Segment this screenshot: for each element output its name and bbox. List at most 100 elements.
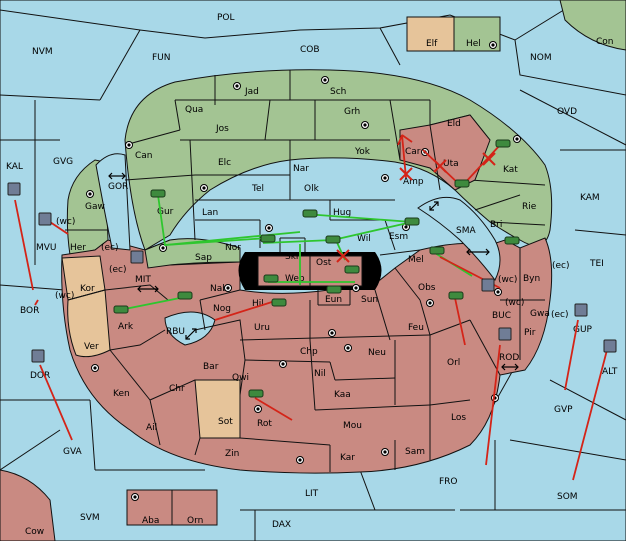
army-unit-icon[interactable] (177, 291, 193, 300)
two-way-arrow-icon (429, 201, 439, 211)
two-way-arrow-icon (501, 363, 519, 371)
fleet-unit-icon[interactable] (498, 327, 512, 341)
army-unit-icon[interactable] (248, 389, 264, 398)
fleet-unit-icon[interactable] (574, 303, 588, 317)
label-rod: ROD (499, 353, 519, 363)
label-amp: Amp (403, 177, 424, 187)
label-eld: Eld (447, 119, 461, 129)
label-grh: Grh (344, 107, 360, 117)
army-unit-icon[interactable] (302, 209, 318, 218)
label-tei: TEI (589, 259, 604, 269)
label-dor: DOR (30, 371, 50, 381)
label-gwa-wc: (wc) (505, 298, 524, 308)
label-byn: Byn (523, 274, 540, 284)
label-fun: FUN (152, 53, 171, 63)
fleet-unit-icon[interactable] (481, 278, 495, 292)
order-failed-x-icon (433, 159, 447, 173)
supply-center-icon (125, 141, 133, 149)
red-province-borders (67, 248, 545, 472)
army-unit-icon[interactable] (429, 246, 445, 255)
army-unit-icon[interactable] (271, 298, 287, 307)
army-unit-icon[interactable] (454, 179, 470, 188)
label-kor: Kor (80, 284, 95, 294)
supply-center-icon (159, 244, 167, 252)
label-neu: Neu (368, 348, 386, 358)
label-ovd: OVD (557, 107, 577, 117)
coast-labels: (wc) (ec) (ec) (wc) (wc) (ec) (wc) (ec) (55, 217, 570, 320)
label-ost: Ost (316, 258, 332, 268)
rbu-inlet (164, 311, 216, 346)
fleet-unit-icon[interactable] (130, 250, 144, 264)
label-orl: Orl (447, 358, 460, 368)
fleet-unit-icon[interactable] (603, 339, 617, 353)
supply-center-icon (361, 121, 369, 129)
army-unit-icon[interactable] (325, 235, 341, 244)
label-buc: BUC (492, 311, 511, 321)
label-qua: Qua (185, 105, 203, 115)
label-byn-wc: (wc) (498, 275, 517, 285)
province-sot[interactable] (194, 379, 241, 439)
label-pol: POL (217, 13, 235, 23)
two-way-arrow-icon (185, 328, 197, 340)
label-kor-wc: (wc) (55, 291, 74, 301)
label-ver: Ver (84, 342, 99, 352)
fleet-unit-icon[interactable] (31, 349, 45, 363)
army-unit-icon[interactable] (326, 285, 342, 294)
army-unit-icon[interactable] (344, 265, 360, 274)
army-unit-icon[interactable] (404, 217, 420, 226)
army-unit-icon[interactable] (263, 274, 279, 283)
supply-center-icon (321, 76, 329, 84)
two-way-arrow-icon (137, 285, 159, 293)
label-wil: Wil (357, 234, 371, 244)
supply-center-icon (224, 284, 232, 292)
army-unit-icon[interactable] (495, 139, 511, 148)
gor-inlet (95, 153, 131, 251)
order-failed-x-icon (399, 167, 413, 181)
label-mvu-wc: (wc) (56, 217, 75, 227)
label-jos: Jos (215, 124, 229, 134)
army-unit-icon[interactable] (504, 236, 520, 245)
label-rbu: RBU (166, 327, 185, 337)
label-bri: Bri (490, 220, 502, 230)
army-unit-icon[interactable] (150, 189, 166, 198)
label-gvp: GVP (554, 405, 573, 415)
label-mvu: MVU (36, 243, 57, 253)
label-ark: Ark (118, 322, 134, 332)
label-mel: Mel (408, 255, 424, 265)
label-can: Can (135, 151, 153, 161)
supply-center-icon (279, 360, 287, 368)
army-unit-icon[interactable] (260, 234, 276, 243)
label-pir: Pir (524, 328, 536, 338)
army-unit-icon[interactable] (113, 305, 129, 314)
red-province-labels: Car Uta Amp Mel Ost Web Byn Kor Nab Eun … (80, 147, 550, 526)
fleet-unit-icon[interactable] (38, 212, 52, 226)
supply-center-icon (200, 184, 208, 192)
label-eun: Eun (325, 295, 342, 305)
province-orn[interactable] (171, 489, 218, 526)
move-orders (14, 134, 608, 481)
label-gvg: GVG (53, 157, 73, 167)
label-kat: Kat (503, 165, 518, 175)
army-unit-icon[interactable] (448, 291, 464, 300)
label-bor: BOR (20, 306, 39, 316)
label-fro: FRO (439, 477, 458, 487)
label-cow: Cow (25, 527, 44, 537)
tan-province-labels: Ver Sot Elf (84, 39, 438, 427)
label-elf: Elf (426, 39, 438, 49)
province-ver[interactable] (67, 289, 111, 358)
supply-center-icon (489, 41, 497, 49)
label-cob: COB (300, 45, 320, 55)
label-gwa: Gwa (530, 309, 550, 319)
supply-center-icon (381, 174, 389, 182)
label-con: Con (596, 37, 614, 47)
label-qwi: Qwi (232, 373, 249, 383)
province-cow-land[interactable] (0, 469, 56, 541)
label-bar: Bar (203, 362, 219, 372)
label-feu: Feu (408, 323, 424, 333)
label-ail: Ail (146, 423, 157, 433)
supply-center-icon (265, 224, 273, 232)
supply-center-icon (328, 329, 336, 337)
fleet-unit-icon[interactable] (7, 182, 21, 196)
label-hel: Hel (466, 39, 481, 49)
supply-center-icon (426, 299, 434, 307)
